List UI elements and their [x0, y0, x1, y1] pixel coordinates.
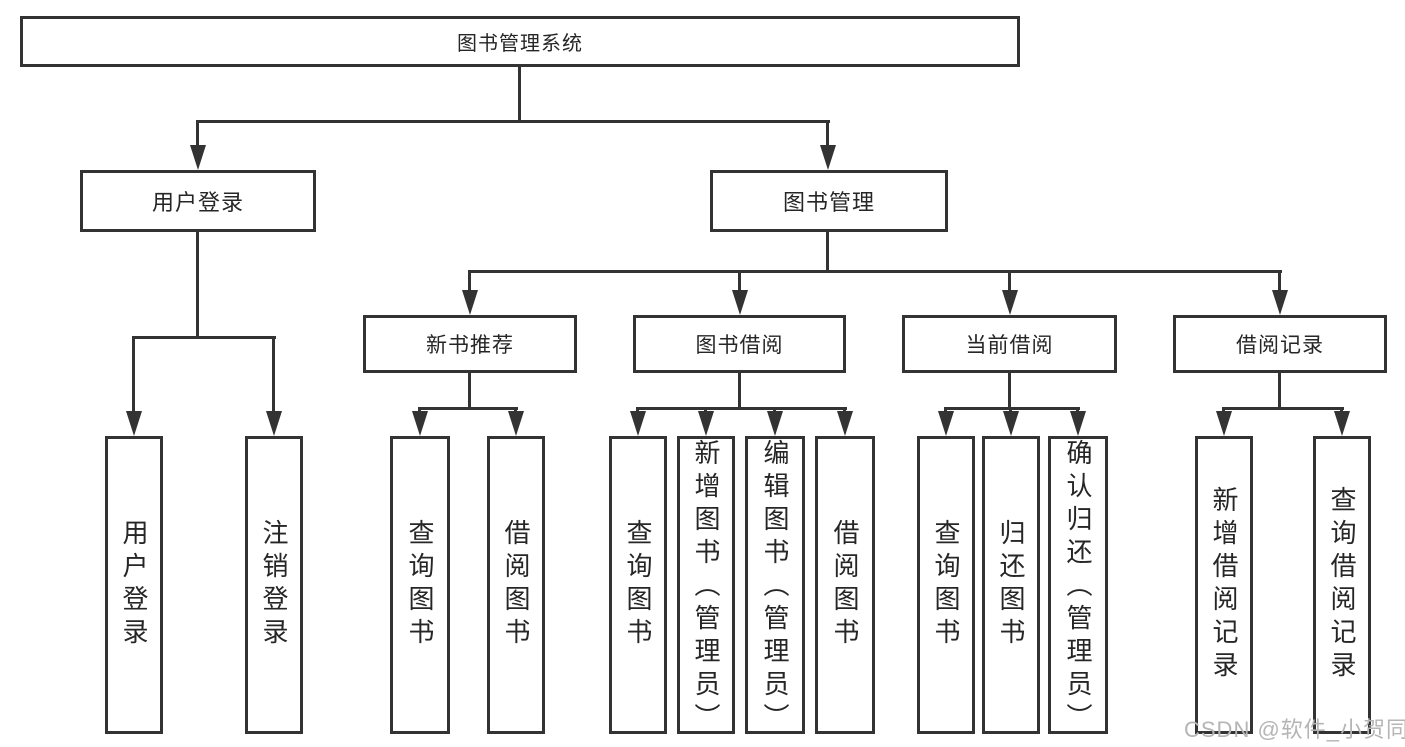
- leaf-query-books-current-label: 查询图书: [931, 519, 961, 651]
- connector-drop-borrow-books-recommend: [514, 407, 517, 413]
- leaf-logout: 注销登录: [245, 436, 303, 734]
- leaf-logout-label: 注销登录: [259, 519, 289, 651]
- leaf-return-books: 归还图书: [982, 436, 1040, 734]
- connector-current-borrow-stem: [1008, 373, 1011, 410]
- node-book-management-label: 图书管理: [782, 190, 875, 215]
- connector-book-management-stem: [826, 232, 829, 273]
- leaf-query-books-recommend: 查询图书: [390, 436, 450, 734]
- arrowhead-new-book-recommend: [462, 290, 478, 315]
- connector-drop-query-books-borrow: [636, 407, 639, 413]
- node-root-library-system: 图书管理系统: [20, 16, 1020, 67]
- arrowhead-leaf-logout: [266, 411, 282, 436]
- leaf-user-login-label: 用户登录: [119, 519, 149, 651]
- leaf-query-borrow-record-label: 查询借阅记录: [1327, 486, 1357, 684]
- arrowhead-confirm-return-admin: [1070, 411, 1086, 436]
- leaf-add-borrow-record: 新增借阅记录: [1195, 436, 1253, 734]
- node-current-borrow: 当前借阅: [902, 315, 1117, 373]
- connector-new-book-recommend-branch: [418, 407, 518, 410]
- connector-drop-new-book-recommend: [468, 270, 471, 292]
- arrowhead-query-borrow-record: [1334, 411, 1350, 436]
- arrowhead-edit-books-admin: [767, 411, 783, 436]
- node-book-borrow-label: 图书借阅: [695, 334, 784, 357]
- node-new-book-recommend: 新书推荐: [363, 315, 577, 373]
- connector-drop-add-books-admin: [704, 407, 707, 413]
- leaf-add-books-admin-label: 新增图书（管理员）: [691, 439, 721, 736]
- connector-book-borrow-branch: [636, 407, 847, 410]
- connector-drop-return-books: [1009, 407, 1012, 413]
- leaf-query-books-borrow: 查询图书: [609, 436, 667, 734]
- leaf-edit-books-admin: 编辑图书（管理员）: [745, 436, 805, 736]
- node-user-login: 用户登录: [80, 170, 316, 232]
- arrowhead-current-borrow: [1002, 290, 1018, 315]
- arrowhead-query-books-recommend: [412, 411, 428, 436]
- connector-user-login-branch: [132, 336, 276, 339]
- arrowhead-add-books-admin: [698, 411, 714, 436]
- leaf-edit-books-admin-label: 编辑图书（管理员）: [760, 439, 790, 736]
- connector-drop-leaf-user-login: [132, 336, 135, 413]
- csdn-watermark: CSDN @软件_小贺同学: [1184, 717, 1405, 742]
- arrowhead-borrow-books: [837, 411, 853, 436]
- leaf-confirm-return-admin: 确认归还（管理员）: [1048, 436, 1108, 736]
- leaf-return-books-label: 归还图书: [996, 519, 1026, 651]
- leaf-query-borrow-record: 查询借阅记录: [1313, 436, 1371, 734]
- arrowhead-query-books-borrow: [630, 411, 646, 436]
- leaf-borrow-books-label: 借阅图书: [830, 519, 860, 651]
- arrowhead-borrow-records: [1272, 290, 1288, 315]
- connector-current-borrow-branch: [944, 407, 1080, 410]
- connector-drop-borrow-books: [843, 407, 846, 413]
- arrowhead-query-books-current: [938, 411, 954, 436]
- connector-drop-book-management: [826, 120, 829, 148]
- connector-drop-book-borrow: [738, 270, 741, 292]
- arrowhead-leaf-user-login: [126, 411, 142, 436]
- connector-new-book-recommend-stem: [468, 373, 471, 410]
- leaf-borrow-books-recommend-label: 借阅图书: [501, 519, 531, 651]
- node-borrow-records: 借阅记录: [1173, 315, 1387, 373]
- connector-drop-query-books-recommend: [418, 407, 421, 413]
- node-new-book-recommend-label: 新书推荐: [426, 334, 514, 357]
- node-root-label: 图书管理系统: [457, 33, 583, 55]
- leaf-user-login: 用户登录: [105, 436, 163, 734]
- node-book-management: 图书管理: [710, 170, 948, 232]
- leaf-confirm-return-admin-label: 确认归还（管理员）: [1063, 439, 1093, 736]
- leaf-add-borrow-record-label: 新增借阅记录: [1209, 486, 1239, 684]
- arrowhead-add-borrow-record: [1216, 411, 1232, 436]
- leaf-query-books-borrow-label: 查询图书: [623, 519, 653, 651]
- connector-drop-confirm-return-admin: [1076, 407, 1079, 413]
- connector-drop-add-borrow-record: [1222, 407, 1225, 413]
- connector-drop-borrow-records: [1278, 270, 1281, 292]
- connector-drop-user-login: [196, 120, 199, 148]
- leaf-query-books-recommend-label: 查询图书: [405, 519, 435, 651]
- connector-drop-query-borrow-record: [1340, 407, 1343, 413]
- connector-drop-current-borrow: [1008, 270, 1011, 292]
- arrowhead-book-borrow: [732, 290, 748, 315]
- arrowhead-return-books: [1003, 411, 1019, 436]
- leaf-borrow-books-recommend: 借阅图书: [487, 436, 545, 734]
- leaf-query-books-current: 查询图书: [917, 436, 975, 734]
- arrowhead-user-login: [190, 145, 206, 170]
- arrowhead-borrow-books-recommend: [508, 411, 524, 436]
- connector-borrow-records-branch: [1222, 407, 1344, 410]
- node-book-borrow: 图书借阅: [633, 315, 846, 373]
- connector-user-login-stem: [196, 232, 199, 339]
- arrowhead-book-management: [820, 145, 836, 170]
- leaf-borrow-books: 借阅图书: [815, 436, 875, 734]
- connector-root-stem: [518, 67, 521, 123]
- leaf-add-books-admin: 新增图书（管理员）: [677, 436, 735, 736]
- connector-root-branch: [196, 120, 830, 123]
- connector-drop-query-books-current: [944, 407, 947, 413]
- connector-drop-edit-books-admin: [773, 407, 776, 413]
- node-borrow-records-label: 借阅记录: [1236, 334, 1324, 357]
- connector-book-borrow-stem: [738, 373, 741, 410]
- connector-drop-leaf-logout: [272, 336, 275, 413]
- connector-borrow-records-stem: [1278, 373, 1281, 410]
- node-user-login-label: 用户登录: [151, 190, 244, 215]
- node-current-borrow-label: 当前借阅: [965, 334, 1054, 357]
- connector-book-management-branch: [468, 270, 1282, 273]
